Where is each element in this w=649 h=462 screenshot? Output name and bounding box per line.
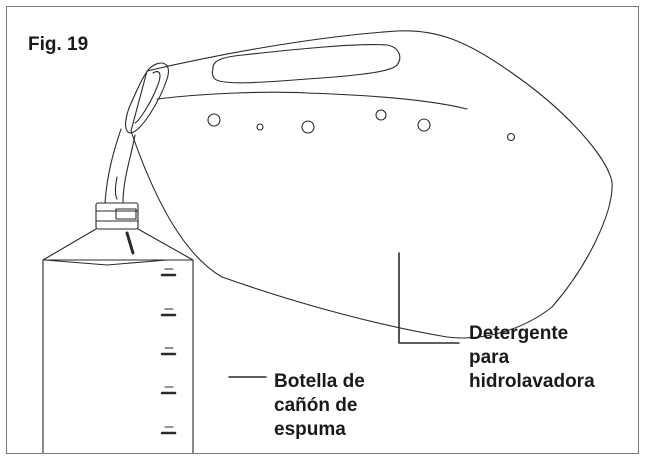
callout-lines (228, 252, 460, 378)
bottle-cap (95, 202, 139, 230)
bottle-body (42, 259, 194, 453)
jug-handle (211, 44, 401, 84)
pour-stream (104, 128, 136, 204)
detergent-label-line: Detergente (469, 323, 569, 344)
jug-spout-ring (125, 62, 169, 134)
bubble (375, 109, 387, 121)
foam-cannon-bottle (42, 202, 194, 453)
bottle-shoulder (42, 228, 194, 261)
bottle-label: Botella de cañón de espuma (274, 370, 365, 442)
bottle-label-line: espuma (274, 419, 346, 440)
jug-spout-inner (134, 70, 161, 124)
jug-outline (130, 30, 613, 339)
bottle-label-line: cañón de (274, 395, 358, 416)
detergent-label-line: para (469, 347, 510, 368)
detergent-callout (398, 252, 460, 344)
figure-label: Fig. 19 (28, 34, 89, 55)
jug-liquid-line (156, 91, 468, 110)
graduation-marks (160, 268, 177, 435)
bottle-label-line: Botella de (274, 371, 365, 392)
bubble (506, 132, 516, 142)
bubble (417, 118, 431, 132)
bubble (301, 120, 315, 134)
detergent-label-line: hidrolavadora (469, 371, 595, 392)
detergent-label: Detergente para hidrolavadora (469, 322, 595, 394)
illustration (42, 30, 613, 453)
detergent-jug (125, 30, 613, 339)
figure-frame: Fig. 19 Detergente para hidrolavadora Bo… (6, 6, 639, 454)
bubble (256, 123, 264, 131)
bubble (207, 113, 221, 127)
